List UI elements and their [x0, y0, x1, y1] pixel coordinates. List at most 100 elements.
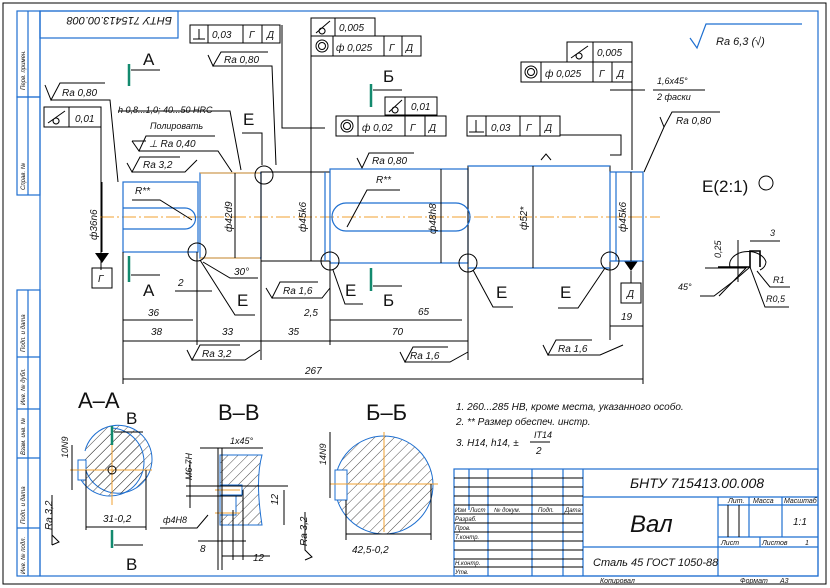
svg-text:45°: 45° [678, 282, 692, 292]
radius-note: R** [135, 186, 151, 197]
fcf-perpendicularity-right: 0,03 Г Д [466, 115, 622, 156]
left-margin-strip: Перв. примен. Справ. № Подп. и дата Инв.… [16, 10, 41, 577]
svg-text:Ra 3,2: Ra 3,2 [202, 349, 232, 360]
concentricity-icon [315, 39, 329, 53]
datum-d: Д [620, 261, 642, 304]
svg-text:Подп.: Подп. [538, 508, 554, 514]
svg-text:Е: Е [243, 110, 254, 129]
margin-label: Подп. и дата [21, 486, 27, 524]
dim-30deg: 30° [234, 267, 249, 278]
svg-text:Листов: Листов [761, 540, 788, 547]
svg-text:Масштаб: Масштаб [784, 497, 818, 505]
margin-label: Взам. инв. № [20, 417, 27, 455]
svg-text:31-0,2: 31-0,2 [103, 514, 132, 525]
svg-text:В–В: В–В [218, 400, 260, 425]
section-marks: А А Б Б Е Е Е Е Е [127, 50, 606, 316]
dim-70: 70 [392, 327, 404, 338]
fcf-runout-concentricity-3: 0,005 ф 0,025 Г Д [520, 41, 633, 170]
svg-text:Изм: Изм [455, 508, 466, 514]
svg-text:2: 2 [535, 446, 542, 457]
svg-text:42,5-0,2: 42,5-0,2 [352, 545, 389, 556]
svg-text:1. 260...285 HB, кроме места,: 1. 260...285 HB, кроме места, указанного… [456, 401, 684, 413]
svg-text:Масса: Масса [753, 498, 774, 505]
svg-text:Пров.: Пров. [455, 526, 471, 532]
diameter-36: ф36n6 [88, 209, 100, 240]
fcf-runout-concentricity-1: 0,005 ф 0,025 Г Д [310, 17, 422, 172]
svg-text:0,03: 0,03 [212, 30, 232, 41]
diameter-45-right: ф45k6 [617, 202, 629, 232]
svg-text:⊥ Ra 0,40: ⊥ Ra 0,40 [149, 139, 196, 150]
svg-text:Е: Е [560, 283, 571, 302]
detail-e-title: Е(2:1) [702, 177, 748, 196]
svg-text:ф 0,025: ф 0,025 [545, 68, 582, 80]
svg-text:Е: Е [345, 281, 356, 300]
detail-e-circle [254, 165, 274, 185]
svg-text:Ra 0,80: Ra 0,80 [224, 55, 259, 66]
svg-text:1x45°: 1x45° [230, 436, 254, 446]
svg-text:Г: Г [526, 123, 533, 134]
svg-text:R1: R1 [773, 275, 785, 285]
dim-65: 65 [418, 307, 430, 318]
scale-value: 1:1 [793, 517, 807, 528]
section-b-b: Б–Б 42,5-0,2 14N9 Ra 3,2 [299, 400, 438, 561]
perpendicularity-icon [193, 29, 205, 40]
svg-text:Н.контр.: Н.контр. [455, 561, 480, 567]
chamfer-count: 2 фаски [656, 92, 691, 102]
svg-text:Дата: Дата [564, 508, 581, 514]
svg-text:Д: Д [266, 30, 274, 41]
diameter-45-left: ф45k6 [297, 202, 309, 232]
diameter-42: ф42d9 [223, 201, 235, 232]
svg-text:8: 8 [200, 544, 206, 555]
svg-text:Б–Б: Б–Б [366, 400, 407, 425]
datum-g: Г [91, 253, 113, 289]
general-roughness: Ra 6,3 (√) [716, 36, 765, 48]
svg-text:Д: Д [626, 289, 634, 300]
svg-text:А: А [143, 281, 155, 300]
dim-2-5: 2,5 [303, 308, 318, 319]
svg-text:Ra 1,6: Ra 1,6 [410, 351, 440, 362]
svg-text:3: 3 [770, 228, 775, 238]
svg-text:0,005: 0,005 [339, 23, 364, 34]
svg-text:Лист: Лист [469, 508, 485, 514]
svg-text:Ra 0,80: Ra 0,80 [676, 116, 711, 127]
roughness-marks: Ra 0,80 Ra 0,80 Ra 0,80 Ra 0,80 h 0,8...… [44, 51, 720, 364]
fcf-runout-concentricity-2: 0,01 ф 0,02 Г Д [335, 96, 447, 137]
svg-text:Г: Г [389, 43, 396, 54]
dim-38: 38 [151, 327, 163, 338]
svg-text:0,01: 0,01 [411, 102, 430, 113]
material: Сталь 45 ГОСТ 1050-88 [593, 557, 719, 569]
svg-text:Е: Е [237, 291, 248, 310]
svg-text:Копировал: Копировал [600, 578, 635, 585]
svg-text:12: 12 [270, 493, 281, 505]
svg-text:M6-7H: M6-7H [184, 452, 194, 480]
dim-33: 33 [222, 327, 234, 338]
svg-text:IT14: IT14 [534, 430, 552, 440]
svg-text:Ra 1,6: Ra 1,6 [283, 286, 313, 297]
rotated-designation-box [39, 10, 179, 39]
fcf-runout-left: 0,01 [43, 106, 102, 270]
technical-notes: 1. 260...285 HB, кроме места, указанного… [455, 401, 684, 457]
svg-text:Ra 3,2: Ra 3,2 [299, 516, 310, 546]
margin-label: Инв. № дубл. [20, 368, 27, 405]
title-block: Изм Лист № докум. Подп. Дата Разраб. Про… [453, 468, 819, 585]
svg-text:ф 0,02: ф 0,02 [362, 122, 393, 134]
svg-text:№ докум.: № докум. [494, 507, 520, 514]
svg-text:ф 0,025: ф 0,025 [336, 42, 373, 54]
svg-text:Е: Е [496, 283, 507, 302]
runout-icon [315, 20, 331, 35]
section-v-v: В–В 1x45° M6-7H ф4H8 8 12 12 [160, 400, 288, 570]
section-a-a: А–А В В 31-0,2 10N9 Ra 3,2 [44, 388, 153, 574]
svg-text:Б: Б [383, 291, 394, 310]
svg-text:Разраб.: Разраб. [455, 517, 477, 523]
margin-label: Инв. № подл. [20, 537, 27, 574]
svg-text:А: А [143, 50, 155, 69]
svg-text:Г: Г [410, 123, 417, 134]
keyway-left [123, 207, 197, 230]
radius-note: R** [376, 175, 392, 186]
roughness-sign-icon [689, 23, 802, 50]
svg-text:В: В [126, 409, 137, 428]
dim-35: 35 [288, 327, 300, 338]
margin-label: Подп. и дата [21, 314, 27, 352]
detail-e: 0,25 3 R1 R0,5 45° [678, 228, 790, 308]
